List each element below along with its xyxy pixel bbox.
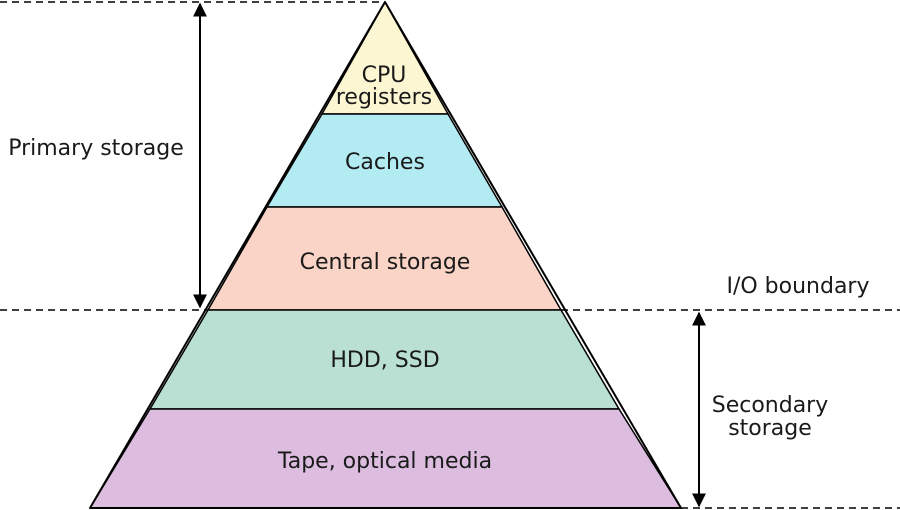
tape-optical-label: Tape, optical media xyxy=(277,449,492,474)
cpu-registers-label-line2: registers xyxy=(336,85,432,110)
caches-label: Caches xyxy=(345,150,425,175)
pyramid-left-edge xyxy=(89,1,386,509)
secondary-storage-label-line2: storage xyxy=(728,416,812,441)
hdd-ssd-label: HDD, SSD xyxy=(330,348,439,373)
io-boundary-label: I/O boundary xyxy=(726,274,869,299)
secondary-storage-label-line1: Secondary xyxy=(712,393,829,418)
central-storage-label: Central storage xyxy=(300,250,471,275)
primary-storage-label: Primary storage xyxy=(8,136,184,161)
pyramid-right-edge xyxy=(384,1,682,509)
cpu-registers-label-line1: CPU xyxy=(362,63,407,88)
